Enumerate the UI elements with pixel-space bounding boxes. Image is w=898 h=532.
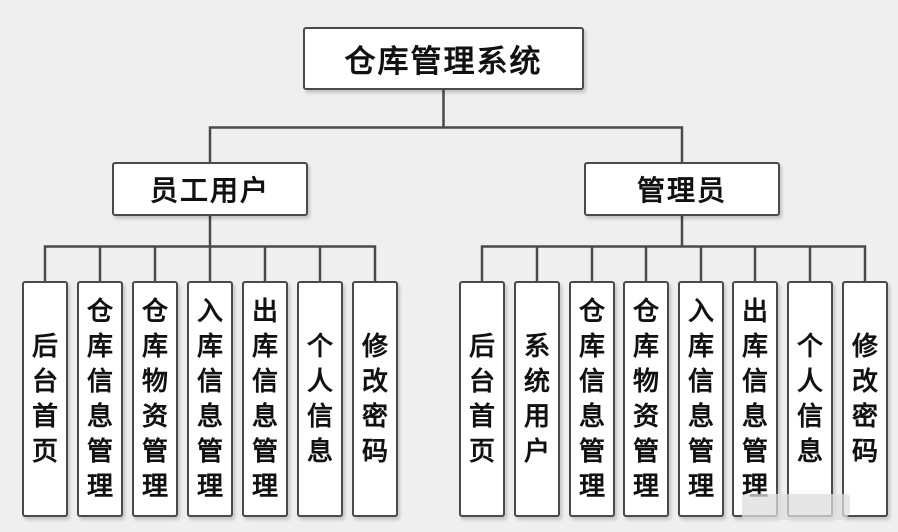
leaf-node-admin-personal-info: 个 人 信 息 bbox=[787, 281, 833, 517]
leaf-node-label: 修 改 密 码 bbox=[361, 331, 388, 466]
leaf-node-admin-change-password: 修 改 密 码 bbox=[842, 281, 888, 517]
group-node-label: 员工用户 bbox=[149, 175, 270, 206]
group-node-admin: 管理员 bbox=[584, 162, 780, 216]
leaf-node-admin-inbound-info-mgmt: 入 库 信 息 管 理 bbox=[678, 281, 724, 517]
root-node-label: 仓库管理系统 bbox=[344, 44, 543, 79]
leaf-node-employee-warehouse-material-mgmt: 仓 库 物 资 管 理 bbox=[132, 281, 178, 517]
leaf-node-label: 出 库 信 息 管 理 bbox=[741, 296, 768, 501]
leaf-node-label: 个 人 信 息 bbox=[796, 331, 823, 466]
leaf-node-employee-outbound-info-mgmt: 出 库 信 息 管 理 bbox=[242, 281, 288, 517]
leaf-node-employee-warehouse-info-mgmt: 仓 库 信 息 管 理 bbox=[77, 281, 123, 517]
group-node-label: 管理员 bbox=[636, 175, 727, 206]
leaf-node-label: 入 库 信 息 管 理 bbox=[687, 296, 714, 501]
leaf-node-label: 系 统 用 户 bbox=[523, 331, 550, 466]
leaf-node-label: 仓 库 物 资 管 理 bbox=[141, 296, 168, 501]
leaf-node-label: 出 库 信 息 管 理 bbox=[251, 296, 278, 501]
leaf-node-employee-inbound-info-mgmt: 入 库 信 息 管 理 bbox=[187, 281, 233, 517]
group-node-employee-user: 员工用户 bbox=[112, 162, 308, 216]
root-node-warehouse-system: 仓库管理系统 bbox=[303, 27, 584, 90]
leaf-node-admin-warehouse-info-mgmt: 仓 库 信 息 管 理 bbox=[569, 281, 615, 517]
leaf-node-admin-system-users: 系 统 用 户 bbox=[514, 281, 560, 517]
leaf-node-employee-backend-home: 后 台 首 页 bbox=[22, 281, 68, 517]
leaf-node-admin-warehouse-material-mgmt: 仓 库 物 资 管 理 bbox=[623, 281, 669, 517]
leaf-node-label: 后 台 首 页 bbox=[468, 331, 495, 466]
watermark-smudge bbox=[742, 494, 850, 520]
leaf-node-label: 个 人 信 息 bbox=[306, 331, 333, 466]
leaf-node-label: 仓 库 信 息 管 理 bbox=[86, 296, 113, 501]
leaf-node-label: 后 台 首 页 bbox=[31, 331, 58, 466]
leaf-node-admin-backend-home: 后 台 首 页 bbox=[459, 281, 505, 517]
leaf-node-label: 仓 库 物 资 管 理 bbox=[632, 296, 659, 501]
leaf-node-label: 修 改 密 码 bbox=[851, 331, 878, 466]
leaf-node-label: 入 库 信 息 管 理 bbox=[196, 296, 223, 501]
leaf-node-admin-outbound-info-mgmt: 出 库 信 息 管 理 bbox=[732, 281, 778, 517]
leaf-node-employee-change-password: 修 改 密 码 bbox=[352, 281, 398, 517]
leaf-node-label: 仓 库 信 息 管 理 bbox=[578, 296, 605, 501]
leaf-node-employee-personal-info: 个 人 信 息 bbox=[297, 281, 343, 517]
